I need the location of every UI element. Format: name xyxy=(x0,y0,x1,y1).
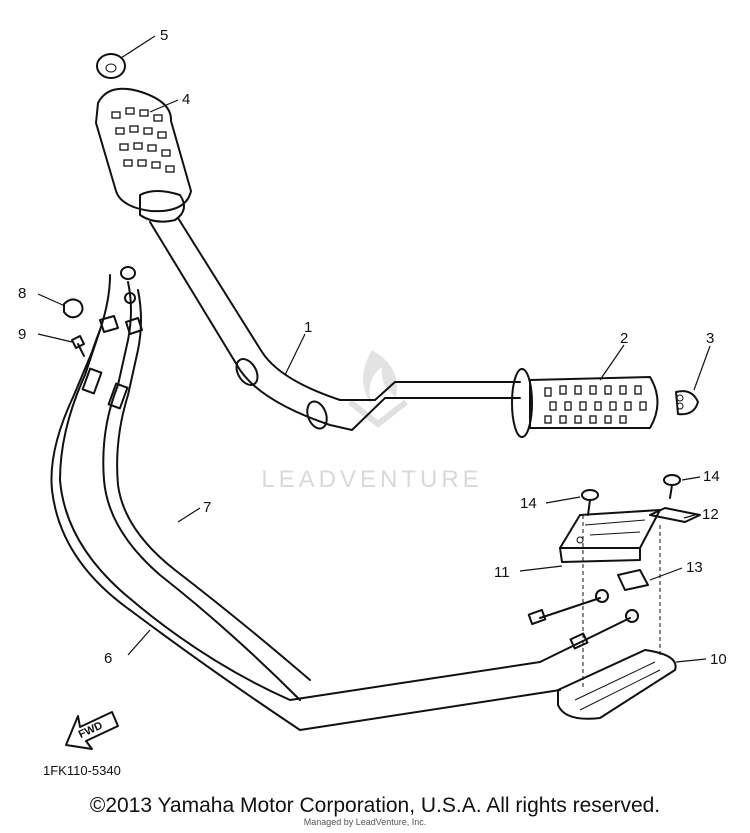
watermark: LEADVENTURE xyxy=(261,350,482,493)
callout-9: 9 xyxy=(18,326,26,343)
callout-14-right: 14 xyxy=(703,468,720,485)
grip-end-cap-left xyxy=(96,53,126,79)
callout-12: 12 xyxy=(702,506,719,523)
callout-1: 1 xyxy=(304,319,312,336)
assembly-lines xyxy=(582,515,661,690)
forward-arrow: FWD xyxy=(65,711,119,750)
housing-plate xyxy=(649,507,701,523)
housing-screw-right xyxy=(663,474,681,499)
copyright-notice: ©2013 Yamaha Motor Corporation, U.S.A. A… xyxy=(89,794,661,817)
housing-screw-left xyxy=(581,489,599,516)
callout-14-left: 14 xyxy=(520,495,537,512)
callout-11: 11 xyxy=(494,564,510,581)
callout-6: 6 xyxy=(104,650,112,667)
housing-insert xyxy=(617,569,649,591)
callout-10: 10 xyxy=(710,651,727,668)
callout-2: 2 xyxy=(620,330,628,347)
callout-3: 3 xyxy=(706,330,714,347)
grip-end-cap-right xyxy=(675,390,699,416)
drawing-code: 1FK110-5340 xyxy=(43,763,121,778)
throttle-cables xyxy=(50,266,639,731)
cable-clamp xyxy=(63,298,84,319)
right-grip xyxy=(511,368,659,438)
credit-overlay: Managed by LeadVenture, Inc. xyxy=(304,817,427,827)
callout-5: 5 xyxy=(160,27,168,44)
handlebar xyxy=(149,217,521,431)
callout-4: 4 xyxy=(182,91,190,108)
left-grip xyxy=(95,87,192,223)
callout-labels: 5 4 1 2 3 8 9 7 6 11 12 13 10 14 14 xyxy=(18,27,727,668)
clamp-bolt xyxy=(71,335,85,357)
throttle-housing-upper xyxy=(559,509,661,563)
credit-text: Managed by LeadVenture, Inc. xyxy=(304,817,427,827)
callout-7: 7 xyxy=(203,499,211,516)
watermark-text: LEADVENTURE xyxy=(261,466,482,493)
leader-lines xyxy=(37,35,711,663)
parts-diagram: LEADVENTURE xyxy=(18,27,727,778)
callout-8: 8 xyxy=(18,285,26,302)
callout-13: 13 xyxy=(686,559,703,576)
throttle-housing-lower xyxy=(557,649,677,720)
